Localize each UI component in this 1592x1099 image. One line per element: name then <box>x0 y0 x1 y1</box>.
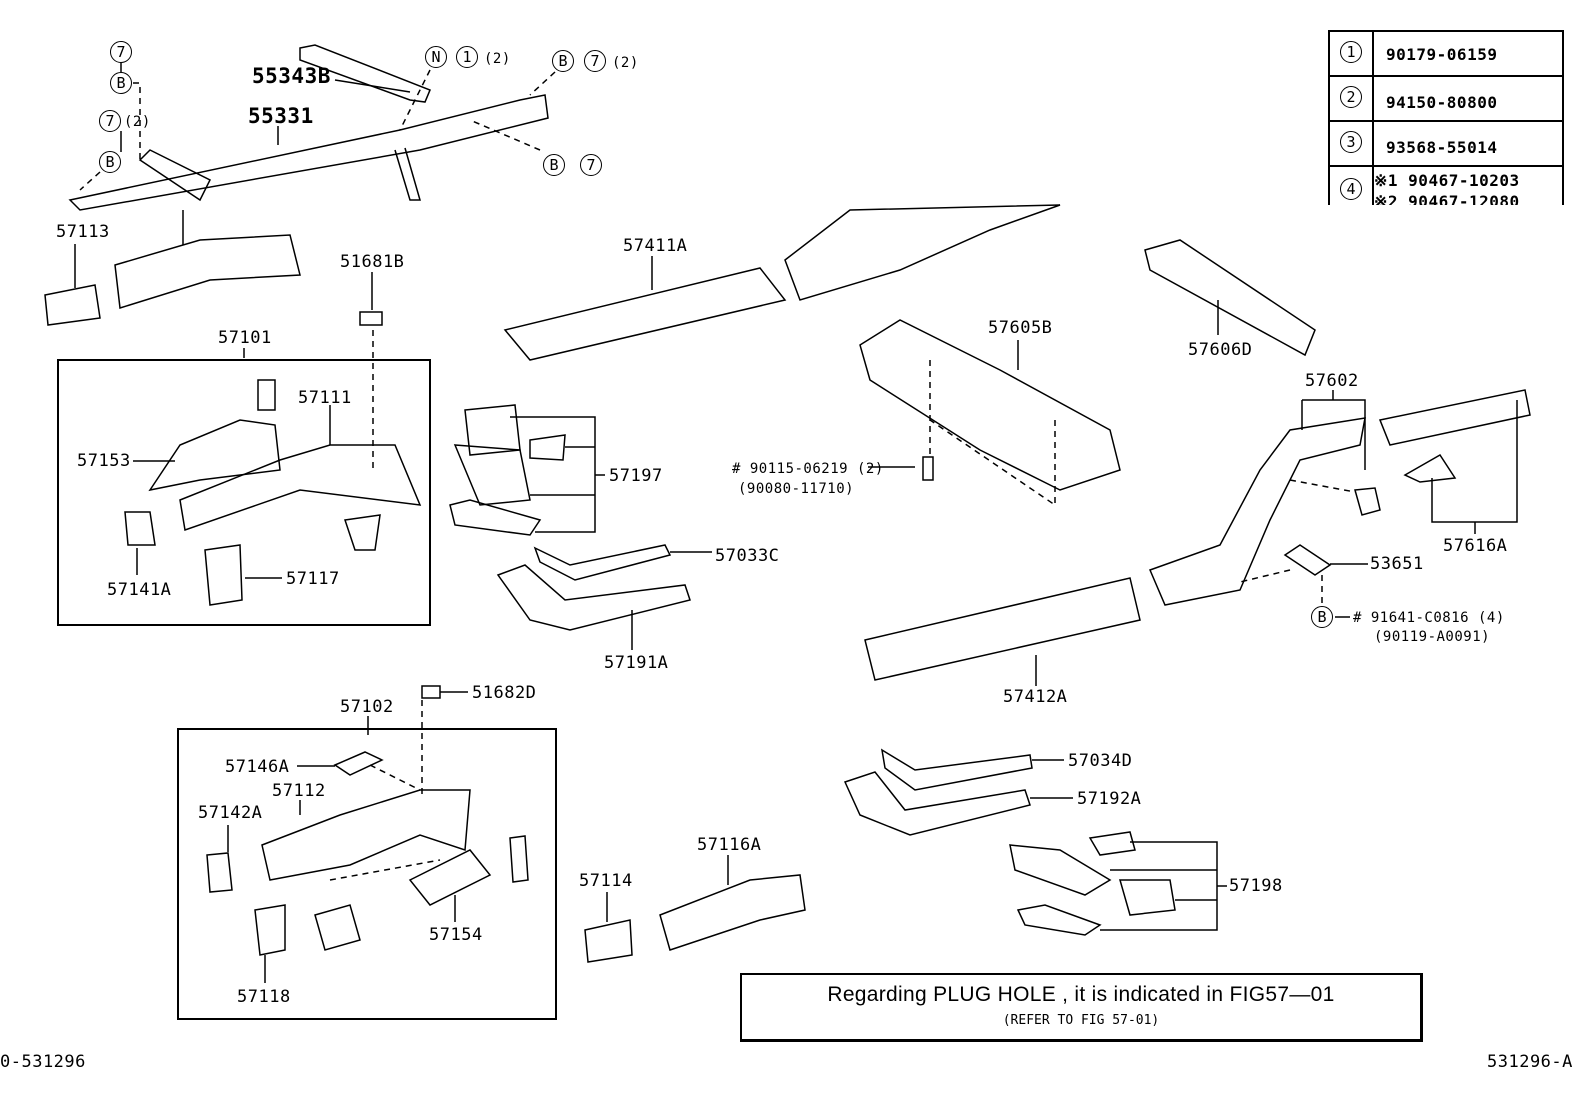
part-55343B <box>299 44 431 103</box>
note-text: Regarding PLUG HOLE , it is indicated in… <box>827 983 1335 1006</box>
bolt-label: # 91641-C0816 (4) <box>1353 610 1505 626</box>
part-57033C <box>533 544 672 581</box>
part-number: ※2 90467-12080 <box>1374 192 1520 205</box>
part-label: 55343B <box>252 64 331 88</box>
part-53651 <box>1283 544 1332 576</box>
part-57114 <box>584 919 633 963</box>
callout-7: 7 <box>580 154 602 176</box>
row-key: 1 <box>1340 41 1362 63</box>
figure-code-right: 531296-A <box>1487 1052 1573 1072</box>
part-label: 57153 <box>77 451 131 471</box>
part-label: 57192A <box>1077 789 1142 809</box>
part-57117 <box>204 544 243 606</box>
table-row: 2 94150-80800 <box>1330 77 1562 122</box>
part-57112 <box>261 789 471 881</box>
part-label: 57146A <box>225 757 290 777</box>
part-label: 57198 <box>1229 876 1283 896</box>
part-57118 <box>254 904 286 956</box>
part-label: 57154 <box>429 925 483 945</box>
part-57116A <box>659 874 806 951</box>
part-label: 57102 <box>340 697 394 717</box>
callout-qty: (2) <box>612 55 639 71</box>
part-57034D <box>880 748 1033 791</box>
part-label: 57191A <box>604 653 669 673</box>
part-number: 90179-06159 <box>1386 45 1498 64</box>
plug-hole-note: Regarding PLUG HOLE , it is indicated in… <box>740 973 1423 1042</box>
row-key: 4 <box>1340 178 1362 200</box>
callout-b: B <box>110 72 132 94</box>
part-51681B <box>359 311 383 326</box>
part-57191A <box>496 564 691 631</box>
callout-7: 7 <box>99 110 121 132</box>
table-row: 1 90179-06159 <box>1330 32 1562 77</box>
fastener-table: 1 90179-06159 2 94150-80800 3 93568-5501… <box>1328 30 1564 205</box>
part-57113 <box>44 284 101 326</box>
table-row: 3 93568-55014 <box>1330 122 1562 167</box>
part-label: 57141A <box>107 580 172 600</box>
part-label: 57142A <box>198 803 263 823</box>
part-label: 57033C <box>715 546 780 566</box>
part-label: 51681B <box>340 252 405 272</box>
group-box-57101 <box>57 359 431 626</box>
part-57142A <box>206 852 233 893</box>
part-number: 93568-55014 <box>1386 138 1498 157</box>
part-number: 94150-80800 <box>1386 93 1498 112</box>
part-label: 51682D <box>472 683 537 703</box>
part-51682D <box>421 685 441 699</box>
figure-code-left: 0-531296 <box>0 1052 86 1072</box>
callout-7: 7 <box>584 50 606 72</box>
part-label: 57116A <box>697 835 762 855</box>
part-label: 57605B <box>988 318 1053 338</box>
part-label: 57117 <box>286 569 340 589</box>
callout-b: B <box>99 151 121 173</box>
part-label: 57111 <box>298 388 352 408</box>
part-57411A <box>503 267 787 361</box>
part-57602 <box>1148 417 1366 606</box>
part-57605B <box>859 319 1121 491</box>
part-57154 <box>408 849 492 906</box>
group-box-57102 <box>177 728 557 1020</box>
part-57141A <box>124 511 156 546</box>
row-key: 3 <box>1340 131 1362 153</box>
callout-7: 7 <box>110 41 132 63</box>
part-label: 57197 <box>609 466 663 486</box>
part-label: 57616A <box>1443 536 1508 556</box>
part-label: 57114 <box>579 871 633 891</box>
callout-1: 1 <box>456 46 478 68</box>
part-57153 <box>148 419 281 492</box>
part-label: 53651 <box>1370 554 1424 574</box>
bolt-alt-label: (90119-A0091) <box>1374 629 1491 645</box>
part-label: 57411A <box>623 236 688 256</box>
callout-qty: (2) <box>484 51 511 67</box>
part-57111 <box>179 444 422 532</box>
part-57606D <box>1144 239 1316 357</box>
part-label: 55331 <box>248 104 314 128</box>
part-57412A <box>864 577 1141 681</box>
part-number: ※1 90467-10203 <box>1374 171 1520 190</box>
part-57192A <box>843 771 1031 836</box>
part-label: 57412A <box>1003 687 1068 707</box>
bolt-label: # 90115-06219 (2) <box>732 461 884 477</box>
part-label: 57034D <box>1068 751 1133 771</box>
callout-n: N <box>425 46 447 68</box>
part-label: 57113 <box>56 222 110 242</box>
callout-b: B <box>543 154 565 176</box>
part-label: 57101 <box>218 328 272 348</box>
callout-b: B <box>1311 606 1333 628</box>
part-label: 57112 <box>272 781 326 801</box>
row-key: 2 <box>1340 86 1362 108</box>
part-label: 57602 <box>1305 371 1359 391</box>
bolt-alt-label: (90080-11710) <box>738 481 855 497</box>
callout-qty: (2) <box>124 114 151 130</box>
part-label: 57606D <box>1188 340 1253 360</box>
part-label: 57118 <box>237 987 291 1007</box>
callout-b: B <box>552 50 574 72</box>
part-55331 <box>68 94 549 211</box>
table-row: 4 ※1 90467-10203 ※2 90467-12080 <box>1330 165 1562 205</box>
part-57146A <box>333 751 384 776</box>
note-subtext: (REFER TO FIG 57-01) <box>1002 1013 1160 1028</box>
